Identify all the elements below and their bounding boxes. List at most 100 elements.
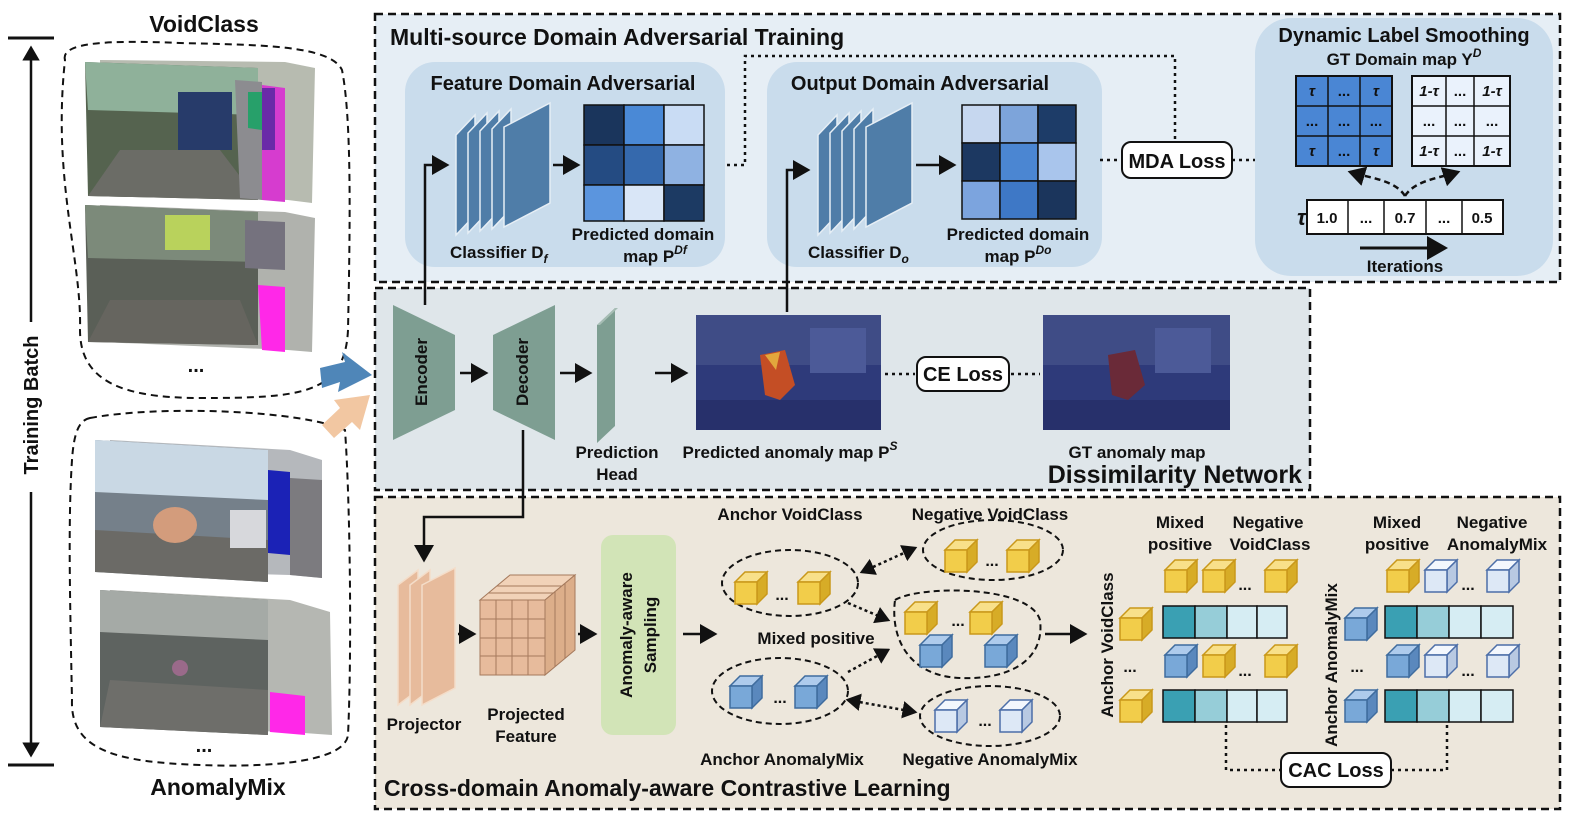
anomalymix-ellipsis: ...: [196, 735, 213, 757]
training-batch-label: Training Batch: [21, 336, 43, 475]
anchor-voidclass-group: [721, 549, 859, 617]
pred-map-df-line2: map PDf: [623, 243, 688, 266]
svg-text:1-τ: 1-τ: [1482, 83, 1502, 100]
cl-neg-void-cube: [1263, 643, 1299, 679]
cl-neg-void-cube: [1263, 558, 1299, 594]
svg-text:...: ...: [1370, 113, 1383, 130]
svg-text:0.5: 0.5: [1472, 210, 1493, 227]
voidclass-image-1: [85, 60, 315, 203]
cl-neg-mix-cube: [1485, 643, 1521, 679]
cl-neg-void-cube: [1201, 643, 1237, 679]
svg-text:...: ...: [1338, 83, 1351, 100]
mixed-positive-3-l2: positive: [1365, 535, 1429, 554]
anchor-anomalymix-label: Anchor AnomalyMix: [700, 750, 864, 769]
svg-text:1-τ: 1-τ: [1419, 143, 1439, 160]
cac-loss-label: CAC Loss: [1288, 760, 1384, 782]
cl-anchor-void-cube: [1118, 606, 1154, 642]
projector-block: [397, 566, 456, 707]
projected-feature-label-2: Feature: [495, 727, 556, 746]
svg-text:...: ...: [1306, 113, 1319, 130]
svg-text:...: ...: [1454, 113, 1467, 130]
voidclass-ellipsis: ...: [188, 355, 205, 377]
svg-text:...: ...: [1360, 210, 1373, 227]
negative-anomalymix-3-l2: AnomalyMix: [1447, 535, 1548, 554]
prediction-head-label-1: Prediction: [575, 443, 658, 462]
svg-text:...: ...: [1423, 113, 1436, 130]
cl-neg-mix-cube: [1423, 643, 1459, 679]
cl-anchor-void-dots: ...: [1123, 659, 1136, 676]
ce-loss-box: [916, 356, 1010, 392]
cac-loss-box: [1280, 752, 1392, 788]
feature-cubes: .................................: [728, 538, 1521, 734]
decoder-block: Decoder: [493, 305, 555, 440]
mda-title: Multi-source Domain Adversarial Training: [390, 24, 844, 50]
anchor-void-dots: ...: [775, 587, 788, 604]
iterations-label: Iterations: [1367, 257, 1444, 276]
similarity-matrix-void-top: [1162, 605, 1288, 639]
voidclass-group-outline: [60, 40, 351, 400]
svg-text:τ: τ: [1309, 143, 1316, 160]
gt-domain-matrix-tau: τ ... τ ... ... ... τ ... τ: [1295, 75, 1393, 167]
gt-domain-map-label: GT Domain map YD: [1327, 46, 1482, 69]
negative-anomalymix-3-l1: Negative: [1457, 513, 1528, 532]
neg-void-cube: [943, 538, 979, 574]
mixed-mix-cube: [983, 633, 1019, 669]
anchor-void-cube: [733, 570, 769, 606]
pred-map-do-line1: Predicted domain: [947, 225, 1090, 244]
voidclass-image-2: [85, 205, 315, 352]
mixed-positive-2-l2: positive: [1148, 535, 1212, 554]
anchor-voidclass-label: Anchor VoidClass: [717, 505, 862, 524]
classifier-do-label: Classifier Do: [808, 243, 909, 266]
cl-neg-void-dots: ...: [1238, 577, 1251, 594]
cl-anchor-mix-cube: [1343, 606, 1379, 642]
mda-loss-box: [1121, 141, 1233, 179]
output-domain-title: Output Domain Adversarial: [791, 73, 1049, 95]
feature-domain-title: Feature Domain Adversarial: [431, 73, 696, 95]
projected-feature-cube: [478, 573, 577, 677]
cl-anchor-mix-cube: [1343, 688, 1379, 724]
anchor-mix-cube: [728, 674, 764, 710]
neg-void-dots: ...: [985, 553, 998, 570]
encoder-label: Encoder: [412, 338, 431, 406]
cac-title: Cross-domain Anomaly-aware Contrastive L…: [384, 775, 951, 801]
cl-anchor-void-cube: [1118, 688, 1154, 724]
svg-text:τ: τ: [1373, 143, 1380, 160]
anchor-voidclass-vertical: Anchor VoidClass: [1098, 572, 1117, 717]
negative-voidclass-group: [922, 519, 1064, 581]
svg-text:...: ...: [1438, 210, 1451, 227]
svg-text:0.7: 0.7: [1395, 210, 1416, 227]
sampling-label-2: Sampling: [641, 597, 660, 674]
anomalymix-image-2: [100, 590, 332, 735]
svg-text:...: ...: [1486, 113, 1499, 130]
negative-voidclass-label: Negative VoidClass: [912, 505, 1069, 524]
svg-text:1-τ: 1-τ: [1419, 83, 1439, 100]
neg-void-cube: [1005, 538, 1041, 574]
anchor-void-cube: [796, 570, 832, 606]
predicted-anomaly-map-image: [696, 315, 881, 430]
svg-text:...: ...: [1338, 113, 1351, 130]
mixed-positive-2-l1: Mixed: [1156, 513, 1204, 532]
svg-text:τ: τ: [1373, 83, 1380, 100]
decoder-label: Decoder: [513, 338, 532, 406]
cl-void-dots-2: ...: [1238, 663, 1251, 680]
similarity-matrix-mix-top: [1384, 605, 1514, 639]
voidclass-input-arrow: [320, 352, 372, 392]
anomalymix-image-1: [95, 440, 322, 582]
neg-mix-dots: ...: [978, 713, 991, 730]
dissimilarity-network-title: Dissimilarity Network: [1048, 461, 1302, 489]
mixed-void-cube: [903, 600, 939, 636]
prediction-head-block: [597, 308, 618, 443]
classifier-df-block: [455, 101, 551, 237]
neg-mix-cube: [933, 698, 969, 734]
anchor-mix-dots: ...: [773, 690, 786, 707]
dls-title: Dynamic Label Smoothing: [1278, 25, 1529, 47]
tau-schedule: 1.0 ... 0.7 ... 0.5: [1306, 199, 1504, 235]
cl-neg-void-cube: [1201, 558, 1237, 594]
sampling-label-1: Anomaly-aware: [617, 572, 636, 698]
cl-mixed-void-cube: [1163, 558, 1199, 594]
negative-anomalymix-group: [919, 685, 1061, 747]
classifier-do-block: [817, 101, 913, 237]
mixed-mix-cube: [918, 633, 954, 669]
neg-mix-cube: [998, 698, 1034, 734]
